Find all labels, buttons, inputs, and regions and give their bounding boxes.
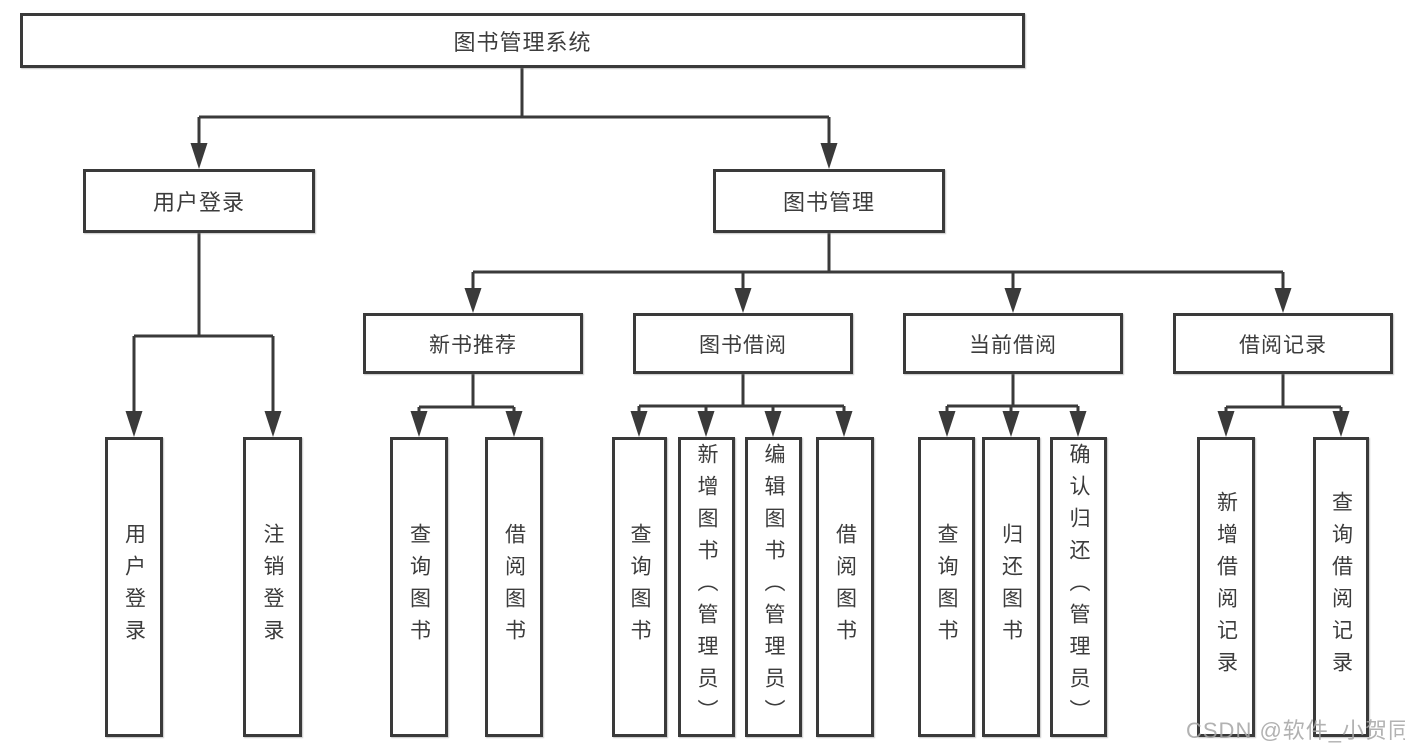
leaf-label: 查询图书 <box>407 523 431 651</box>
leaf-current-query: 查询图书 <box>918 437 975 737</box>
leaf-borrow-book: 借阅图书 <box>816 437 874 737</box>
leaf-label: 借阅图书 <box>502 523 526 651</box>
leaf-record-query: 查询借阅记录 <box>1313 437 1369 737</box>
leaf-logout: 注销登录 <box>243 437 302 737</box>
leaf-newbook-borrow: 借阅图书 <box>485 437 543 737</box>
leaf-confirm-return-admin: 确认归还（管理员） <box>1050 437 1107 737</box>
node-root-library-system: 图书管理系统 <box>20 13 1025 68</box>
node-label: 图书管理 <box>782 190 875 215</box>
leaf-label: 查询借阅记录 <box>1329 491 1353 683</box>
node-book-management: 图书管理 <box>713 169 945 233</box>
leaf-label: 注销登录 <box>261 523 284 651</box>
leaf-borrow-query: 查询图书 <box>612 437 667 737</box>
leaf-label: 归还图书 <box>999 523 1023 651</box>
leaf-label: 查询图书 <box>935 523 958 651</box>
leaf-newbook-query: 查询图书 <box>390 437 448 737</box>
node-new-book-recommend: 新书推荐 <box>363 313 583 374</box>
leaf-borrow-add-admin: 新增图书（管理员） <box>678 437 735 737</box>
watermark: CSDN @软件_小贺同学 <box>1186 718 1405 743</box>
node-book-borrow: 图书借阅 <box>633 313 853 374</box>
node-current-borrow: 当前借阅 <box>903 313 1123 374</box>
leaf-return-book: 归还图书 <box>982 437 1040 737</box>
leaf-label: 借阅图书 <box>833 523 857 651</box>
node-label: 用户登录 <box>152 190 245 215</box>
leaf-label: 查询图书 <box>628 523 651 651</box>
node-label: 新书推荐 <box>429 333 517 357</box>
node-label: 图书管理系统 <box>453 29 592 55</box>
leaf-label: 编辑图书（管理员） <box>762 443 785 731</box>
leaf-user-login: 用户登录 <box>105 437 163 737</box>
node-user-login: 用户登录 <box>83 169 315 233</box>
leaf-borrow-edit-admin: 编辑图书（管理员） <box>745 437 802 737</box>
node-label: 当前借阅 <box>969 333 1057 357</box>
node-label: 图书借阅 <box>699 333 787 357</box>
leaf-label: 用户登录 <box>122 523 146 651</box>
node-label: 借阅记录 <box>1239 333 1327 357</box>
node-borrow-records: 借阅记录 <box>1173 313 1393 374</box>
leaf-record-add: 新增借阅记录 <box>1197 437 1255 737</box>
leaf-label: 新增图书（管理员） <box>695 443 718 731</box>
leaf-label: 确认归还（管理员） <box>1067 443 1090 731</box>
leaf-label: 新增借阅记录 <box>1214 491 1238 683</box>
